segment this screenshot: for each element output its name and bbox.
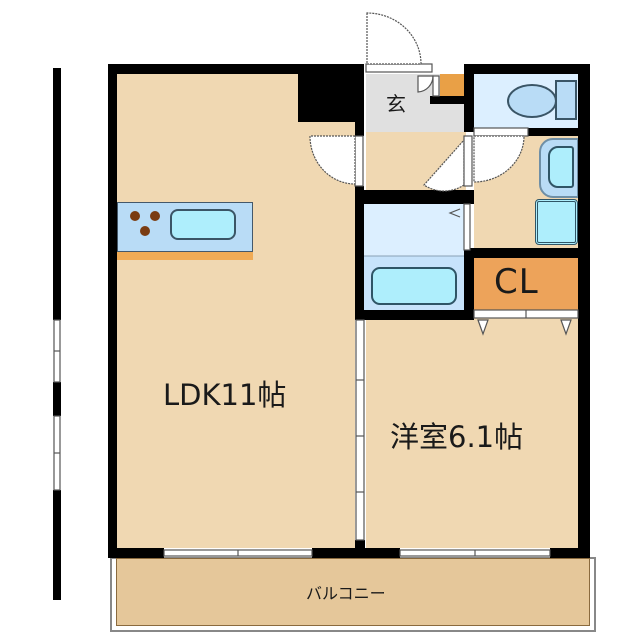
wall-bath-western [355,310,474,320]
exterior-wall-bottom-1 [108,548,164,558]
wall-toilet-bottom [528,128,590,136]
sliding-door-ldk-western [355,319,365,541]
closet-label: CL [494,262,539,302]
hall-door-swing-icon [423,138,465,192]
entrance-label: 玄 [386,92,406,116]
dimension-bar-upper [53,68,61,320]
closet [474,258,578,310]
structural-column [298,64,362,122]
bathtub [371,267,457,305]
closet-fold-icon [560,319,572,336]
exterior-wall-top-right [466,64,590,74]
washing-machine-icon [535,199,578,245]
western-room-floor [366,318,578,548]
exterior-wall-bottom-3 [550,548,590,558]
small-door-frame [432,75,440,97]
stove-burner-icon [130,211,140,221]
wall-shoe-storage [430,96,466,104]
toilet-door-swing-icon [473,135,525,183]
kitchen-sink [170,209,236,240]
ldk-door-frame [354,135,364,187]
counter-edge [117,252,253,260]
toilet-bowl-icon [507,84,557,118]
entrance-door-frame [365,63,433,73]
stove-burner-icon [150,211,160,221]
dimension-bar-lower [53,490,61,600]
ldk-door-swing-icon [309,135,356,185]
dimension-bar-mid [53,382,61,416]
exterior-wall-top-left [108,64,362,74]
toilet-tank-icon [555,80,577,120]
stove-burner-icon [140,226,150,236]
small-door-swing-icon [417,75,434,93]
western-room-label: 洋室6.1帖 [390,420,524,454]
washbasin-bowl [548,146,574,188]
ldk-label: LDK11帖 [163,378,287,412]
wall-washroom-closet [464,248,590,258]
bath-area-floor [364,204,464,256]
wall-entrance-toilet [464,64,474,132]
washroom-door-frame [463,135,473,187]
closet-fold-icon [477,319,489,336]
entrance-door-swing-icon [366,12,422,65]
wall-ldk-hall-upper [355,64,364,136]
balcony-label: バルコニー [306,584,386,603]
toilet-door-frame [473,127,529,137]
bath-door-arrow-icon [448,208,461,218]
exterior-wall-right [578,64,590,558]
wall-ldk-bath [355,186,364,320]
wall-ldk-western-bottom [355,540,365,554]
balcony-floor [116,558,590,626]
wall-hall-bath [355,190,474,204]
exterior-wall-left [108,64,117,558]
bath-door-frame [463,203,471,251]
shoe-storage [440,74,464,96]
wall-bath-closet [464,250,474,320]
